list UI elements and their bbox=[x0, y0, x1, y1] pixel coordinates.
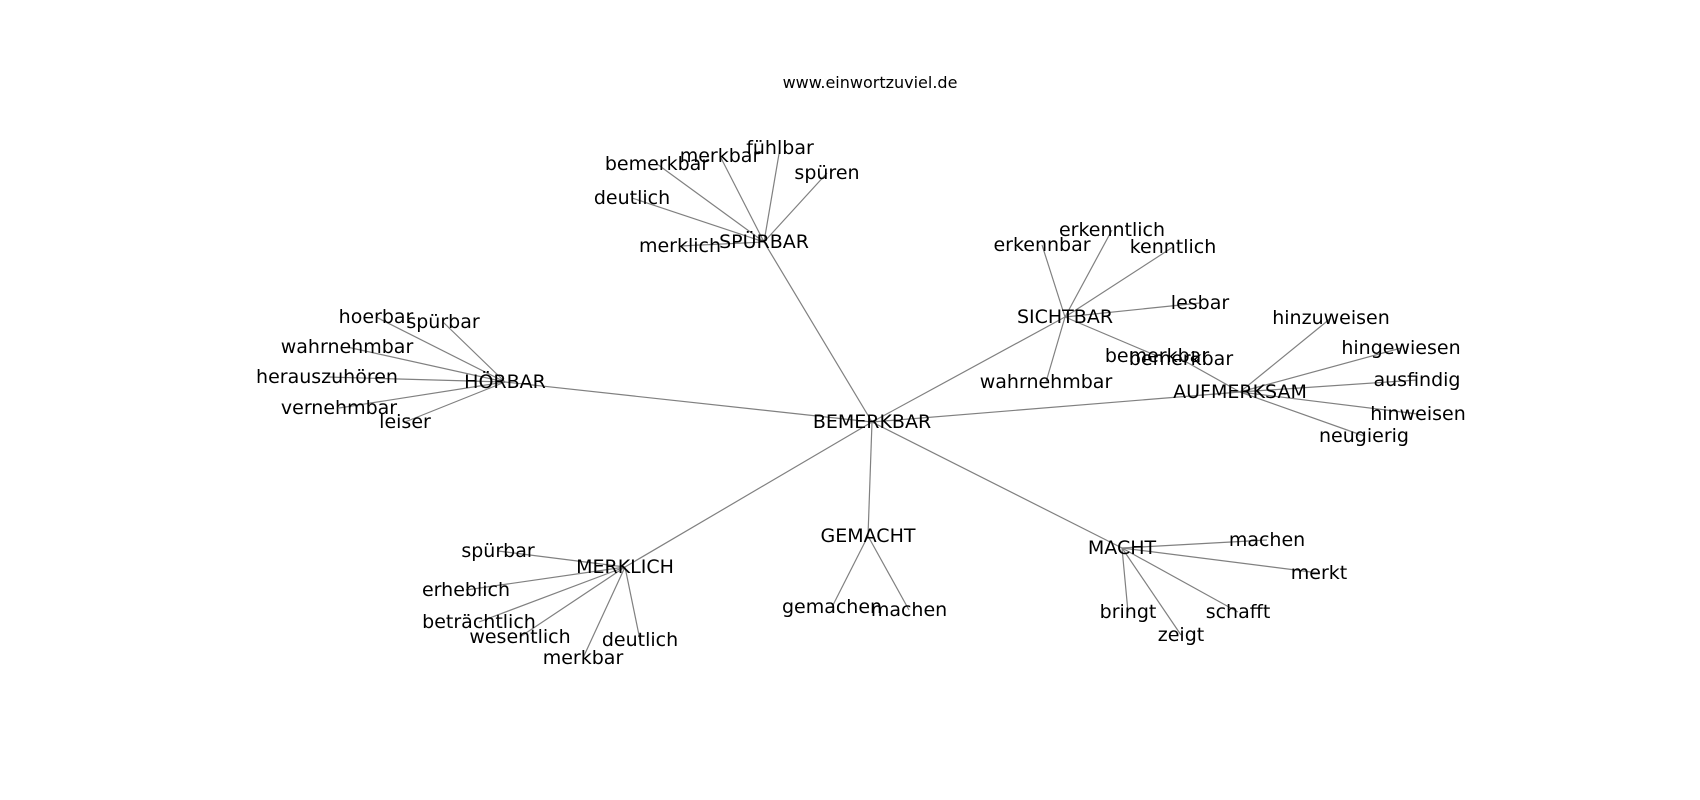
leaf-node-hoerbar-hoerbar: hoerbar bbox=[339, 306, 414, 328]
hub-node-hoerbar: HÖRBAR bbox=[464, 370, 546, 393]
edge-spuerbar-bemerkbar bbox=[656, 163, 765, 243]
leaf-node-merklich-deutlich: deutlich bbox=[602, 629, 678, 651]
leaf-node-macht-machen: machen bbox=[1229, 529, 1305, 551]
leaf-node-hoerbar-spuerbar: spürbar bbox=[406, 311, 480, 333]
edge-center-merklich bbox=[624, 421, 873, 568]
edge-spuerbar-fuehlbar bbox=[763, 147, 781, 243]
hub-node-merklich: MERKLICH bbox=[576, 556, 674, 578]
edge-gemacht-gemachen bbox=[831, 535, 869, 608]
edge-hoerbar-herauszuhoeren bbox=[326, 376, 506, 383]
leaf-node-aufmerksam-neugierig: neugierig bbox=[1319, 425, 1409, 447]
leaf-node-macht-zeigt: zeigt bbox=[1158, 624, 1204, 646]
edge-sichtbar-wahrnehmbar bbox=[1045, 316, 1066, 383]
edge-gemacht-machen bbox=[867, 535, 910, 611]
leaf-node-sichtbar-wahrnehmbar: wahrnehmbar bbox=[980, 371, 1113, 393]
edge-sichtbar-lesbar bbox=[1064, 302, 1201, 318]
edge-merklich-betraechtlich bbox=[478, 566, 626, 623]
edge-merklich-spuerbar bbox=[497, 550, 626, 568]
center-node: BEMERKBAR bbox=[813, 411, 931, 433]
edge-aufmerksam-hinzuweisen bbox=[1239, 317, 1332, 393]
hub-node-aufmerksam: AUFMERKSAM bbox=[1173, 381, 1307, 403]
leaf-node-sichtbar-erkenntlich: erkenntlich bbox=[1059, 219, 1165, 241]
edge-macht-zeigt bbox=[1121, 547, 1182, 636]
leaf-node-aufmerksam-bemerkbar: bemerkbar bbox=[1129, 348, 1233, 370]
edge-center-spuerbar bbox=[763, 241, 873, 423]
leaf-node-hoerbar-wahrnehmbar: wahrnehmbar bbox=[281, 336, 414, 358]
edge-aufmerksam-ausfindig bbox=[1239, 379, 1418, 393]
edge-center-macht bbox=[871, 421, 1123, 549]
leaf-node-merklich-betraechtlich: beträchtlich bbox=[422, 611, 536, 633]
leaf-node-merklich-spuerbar: spürbar bbox=[461, 540, 535, 562]
edge-aufmerksam-neugierig bbox=[1239, 391, 1365, 437]
leaf-node-gemacht-machen: machen bbox=[871, 599, 947, 621]
edge-aufmerksam-bemerkbar bbox=[1180, 358, 1241, 393]
leaf-node-gemacht-gemachen: gemachen bbox=[782, 596, 882, 618]
hub-node-sichtbar: SICHTBAR bbox=[1017, 306, 1113, 328]
edge-center-hoerbar bbox=[504, 381, 873, 423]
edge-center-sichtbar bbox=[871, 316, 1066, 423]
edge-hoerbar-vernehmbar bbox=[338, 381, 506, 409]
edge-spuerbar-merklich bbox=[679, 241, 765, 247]
edge-merklich-deutlich bbox=[624, 566, 641, 641]
edge-merklich-erheblich bbox=[465, 566, 626, 591]
leaf-node-aufmerksam-hinweisen: hinweisen bbox=[1370, 403, 1466, 425]
leaf-node-spuerbar-merkbar: merkbar bbox=[680, 145, 761, 167]
hub-node-macht: MACHT bbox=[1088, 537, 1157, 559]
edge-spuerbar-merkbar bbox=[719, 155, 765, 243]
leaf-node-spuerbar-deutlich: deutlich bbox=[594, 187, 670, 209]
leaf-node-sichtbar-lesbar: lesbar bbox=[1171, 292, 1230, 314]
leaf-node-aufmerksam-hingewiesen: hingewiesen bbox=[1341, 337, 1460, 359]
leaf-node-spuerbar-fuehlbar: fühlbar bbox=[746, 137, 814, 159]
hub-node-gemacht: GEMACHT bbox=[821, 525, 916, 547]
leaf-node-spuerbar-merklich: merklich bbox=[639, 235, 721, 257]
leaf-node-hoerbar-herauszuhoeren: herauszuhören bbox=[256, 366, 398, 388]
edge-sichtbar-bemerkbar bbox=[1064, 316, 1158, 357]
hub-node-spuerbar: SPÜRBAR bbox=[719, 230, 809, 253]
edge-sichtbar-kenntlich bbox=[1064, 246, 1174, 318]
edge-macht-bringt bbox=[1121, 547, 1129, 613]
leaf-node-merklich-merkbar: merkbar bbox=[543, 647, 624, 669]
edge-hoerbar-spuerbar bbox=[442, 321, 506, 383]
leaf-node-spuerbar-bemerkbar: bemerkbar bbox=[605, 153, 709, 175]
leaf-node-hoerbar-vernehmbar: vernehmbar bbox=[281, 397, 397, 419]
leaf-node-sichtbar-kenntlich: kenntlich bbox=[1130, 236, 1217, 258]
edge-sichtbar-erkennbar bbox=[1041, 244, 1066, 318]
edge-spuerbar-spueren bbox=[763, 172, 828, 243]
edge-hoerbar-leiser bbox=[404, 381, 506, 423]
edge-merklich-wesentlich bbox=[519, 566, 626, 638]
edge-hoerbar-wahrnehmbar bbox=[346, 346, 506, 383]
leaf-node-merklich-wesentlich: wesentlich bbox=[469, 626, 570, 648]
edge-merklich-merkbar bbox=[582, 566, 626, 659]
leaf-node-macht-merkt: merkt bbox=[1291, 562, 1347, 584]
edge-sichtbar-erkenntlich bbox=[1064, 229, 1113, 318]
leaf-node-hoerbar-leiser: leiser bbox=[379, 411, 431, 433]
edge-center-gemacht bbox=[867, 421, 873, 537]
edge-macht-merkt bbox=[1121, 547, 1320, 574]
leaf-node-macht-bringt: bringt bbox=[1100, 601, 1157, 623]
edge-aufmerksam-hinweisen bbox=[1239, 391, 1419, 415]
leaf-node-merklich-erheblich: erheblich bbox=[422, 579, 510, 601]
leaf-node-sichtbar-erkennbar: erkennbar bbox=[993, 234, 1090, 256]
leaf-node-aufmerksam-ausfindig: ausfindig bbox=[1374, 369, 1461, 391]
leaf-node-macht-schafft: schafft bbox=[1206, 601, 1271, 623]
edge-macht-machen bbox=[1121, 539, 1268, 549]
leaf-node-aufmerksam-hinzuweisen: hinzuweisen bbox=[1272, 307, 1390, 329]
leaf-node-spuerbar-spueren: spüren bbox=[794, 162, 859, 184]
edge-center-aufmerksam bbox=[871, 391, 1241, 423]
leaf-node-sichtbar-bemerkbar: bemerkbar bbox=[1105, 345, 1209, 367]
edge-macht-schafft bbox=[1121, 547, 1239, 613]
edge-hoerbar-hoerbar bbox=[375, 316, 506, 383]
edge-aufmerksam-hingewiesen bbox=[1239, 347, 1402, 393]
source-url: www.einwortzuviel.de bbox=[783, 73, 958, 92]
edge-spuerbar-deutlich bbox=[631, 197, 765, 243]
